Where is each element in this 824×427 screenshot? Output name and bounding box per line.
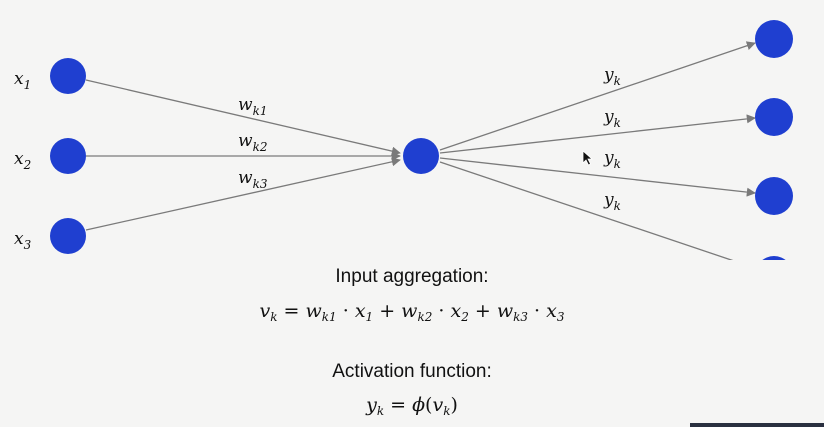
activation-formula-term: =: [384, 394, 413, 416]
aggregation-formula-term: x1: [354, 300, 374, 324]
activation-formula-term: ϕ: [412, 394, 426, 416]
neuron-diagram: x1 x2 x3 wk1 wk2 wk3 yk yk yk yk: [14, 20, 793, 260]
output-node-1: [755, 20, 793, 58]
output-node-2: [755, 98, 793, 136]
aggregation-formula-term: x3: [546, 300, 565, 324]
activation-heading: Activation function:: [332, 361, 492, 382]
edge-neuron-out2: [439, 114, 756, 154]
activation-formula: yk = ϕ(vk): [0, 394, 824, 418]
input-node-2: [50, 138, 86, 174]
aggregation-formula-term: wk2: [401, 300, 433, 324]
edge-x3-neuron: [85, 157, 401, 231]
edge-x1-neuron: [85, 79, 401, 156]
aggregation-formula-term: +: [373, 300, 402, 322]
aggregation-formula-term: =: [277, 300, 306, 322]
screen-edge-bar: [690, 423, 824, 427]
edge-neuron-out4: [439, 161, 734, 260]
input-label-2: x2: [14, 149, 31, 172]
aggregation-formula-term: ·: [432, 300, 451, 322]
output-label-2: yk: [603, 107, 621, 130]
aggregation-formula-term: wk3: [496, 300, 528, 324]
activation-formula-term: ): [450, 394, 458, 416]
output-node-4: [762, 256, 786, 260]
input-node-3: [50, 218, 86, 254]
activation-formula-term: (: [425, 394, 433, 416]
weight-label-2: wk2: [238, 131, 267, 154]
aggregation-formula: vk = wk1 · x1 + wk2 · x2 + wk3 · x3: [0, 300, 824, 324]
activation-formula-term: yk: [366, 394, 385, 418]
aggregation-formula-term: +: [468, 300, 497, 322]
input-label-1: x1: [14, 69, 31, 92]
activation-formula-term: vk: [432, 394, 451, 418]
output-label-4: yk: [603, 190, 621, 213]
aggregation-formula-term: ·: [528, 300, 547, 322]
input-node-1: [50, 58, 86, 94]
input-label-3: x3: [14, 229, 32, 252]
weight-label-1: wk1: [238, 95, 267, 118]
aggregation-heading: Input aggregation:: [335, 266, 489, 287]
output-node-3: [755, 177, 793, 215]
aggregation-formula-term: x2: [450, 300, 469, 324]
aggregation-formula-term: vk: [259, 300, 278, 324]
aggregation-formula-term: wk1: [305, 300, 337, 324]
neuron-node: [403, 138, 439, 174]
aggregation-formula-term: ·: [336, 300, 355, 322]
mouse-pointer-icon: [582, 150, 594, 166]
output-label-1: yk: [603, 65, 621, 88]
output-label-3: yk: [603, 148, 621, 171]
edge-neuron-out3: [439, 157, 756, 197]
weight-label-3: wk3: [238, 168, 268, 191]
edge-neuron-out1: [439, 41, 756, 151]
